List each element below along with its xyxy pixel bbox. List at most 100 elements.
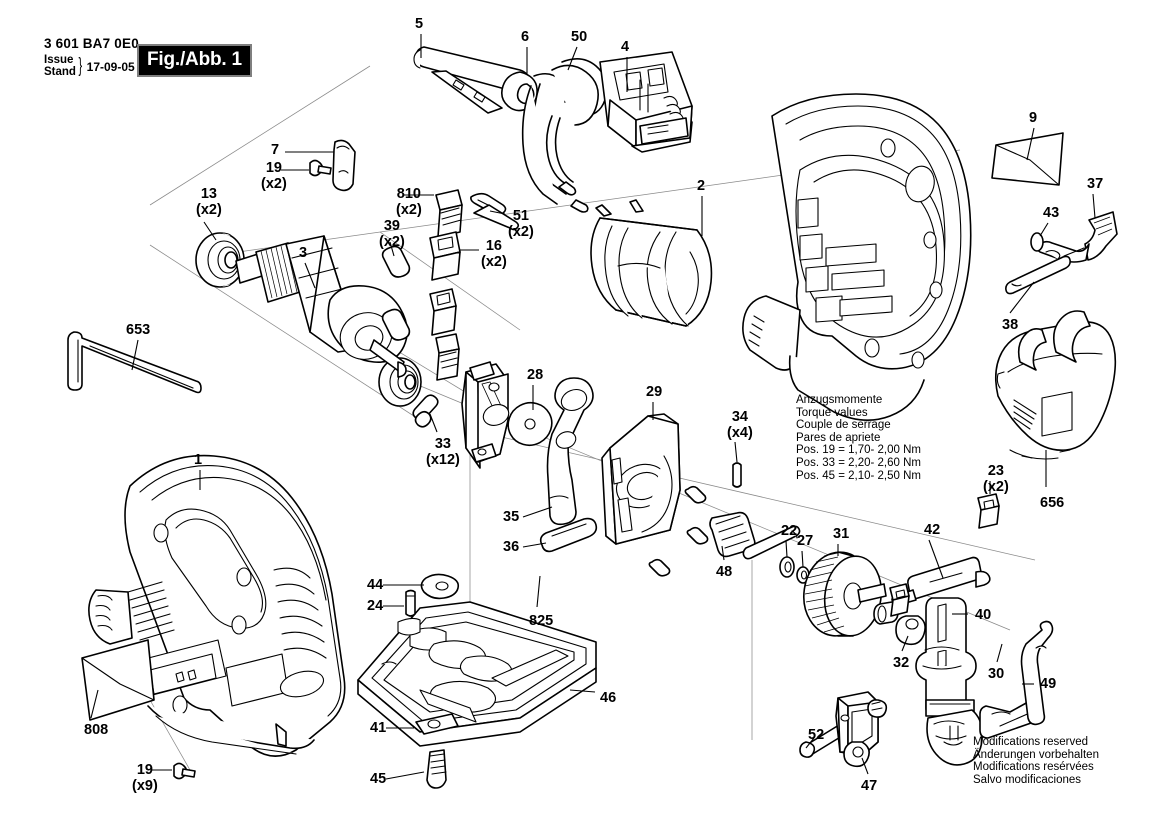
callout-47: 47 (861, 778, 878, 794)
callout-23: 23(x2) (983, 463, 1009, 495)
pendulum-bracket (461, 361, 510, 469)
callout-3: 3 (299, 245, 308, 261)
part-32-cap (895, 615, 926, 646)
callout-42: 42 (924, 522, 941, 538)
part-42-plunger (891, 556, 991, 606)
part-653-hex-key (67, 331, 202, 394)
part-5-rod (413, 46, 530, 114)
callout-9: 9 (1029, 110, 1038, 126)
issue-row: Issue Stand } 17-09-05 (44, 54, 139, 78)
part-48-spring-sleeve (709, 511, 756, 558)
plunger-rod (742, 525, 801, 560)
part-33-screw (412, 394, 439, 428)
part-810-brush-holder-lower (435, 333, 460, 381)
part-43-washer (1030, 232, 1044, 252)
callout-37: 37 (1087, 176, 1104, 192)
callout-653: 653 (126, 322, 151, 338)
issue-date: 17-09-05 (86, 59, 135, 74)
callout-13: 13(x2) (196, 186, 222, 218)
issue-label: Issue (44, 54, 74, 66)
part-36-slide-insert (539, 517, 598, 553)
callout-48: 48 (716, 564, 733, 580)
part-31-gear-wheel (803, 551, 887, 637)
callout-825: 825 (529, 613, 554, 629)
part-29-gearbox-housing (601, 413, 681, 545)
callout-52: 52 (808, 727, 825, 743)
callout-1: 1 (194, 452, 203, 468)
part-19-screw-bottom (173, 762, 196, 780)
callout-16: 16(x2) (481, 238, 507, 270)
part-24-pin (405, 589, 416, 617)
part-50-wire-harness (521, 58, 608, 213)
part-51-terminal-clips (470, 192, 520, 231)
callout-5: 5 (415, 16, 424, 32)
issue-stand-labels: Issue Stand (44, 54, 76, 78)
part-4-switch-assembly (599, 51, 693, 153)
part-22-washer (779, 556, 795, 578)
callout-36: 36 (503, 539, 520, 555)
callout-35: 35 (503, 509, 520, 525)
part-7-lever (332, 139, 356, 192)
callout-46: 46 (600, 690, 617, 706)
callout-6: 6 (521, 29, 530, 45)
callout-50: 50 (571, 29, 588, 45)
callout-4: 4 (621, 39, 630, 55)
callout-810: 810(x2) (396, 186, 422, 218)
catalog-number: 3 601 BA7 0E0 (44, 36, 139, 51)
callout-2: 2 (697, 178, 706, 194)
callout-32: 32 (893, 655, 910, 671)
part-45-screw (426, 749, 447, 789)
part-46-base-plate (357, 601, 597, 747)
part-656-dust-cover (994, 310, 1117, 460)
callout-808: 808 (84, 722, 109, 738)
stand-label: Stand (44, 65, 76, 78)
part-35-pendulum-rod (546, 377, 594, 526)
callout-39: 39(x2) (379, 218, 405, 250)
callout-24: 24 (367, 598, 384, 614)
callout-51: 51(x2) (508, 208, 534, 240)
part-40-plunger-assembly (915, 597, 984, 766)
callout-38: 38 (1002, 317, 1019, 333)
callout-40: 40 (975, 607, 992, 623)
part-38-pin (1005, 255, 1071, 295)
figure-tag: Fig./Abb. 1 (137, 44, 252, 77)
part-47-roller-guide (835, 691, 888, 768)
callout-45: 45 (370, 771, 387, 787)
callout-30: 30 (988, 666, 1005, 682)
part-2-field-stator (590, 199, 713, 327)
diagram-header: 3 601 BA7 0E0 Issue Stand } 17-09-05 (44, 36, 139, 78)
torque-values-note: Anzugsmomente Torque values Couple de se… (796, 394, 921, 482)
callout-44: 44 (367, 577, 384, 593)
callout-656: 656 (1040, 495, 1065, 511)
part-16-brush-lower (429, 288, 457, 336)
part-3-armature (235, 235, 408, 378)
housing-half-shell (742, 93, 972, 421)
part-19-screws-top (309, 159, 332, 177)
part-1-housing-cover (88, 454, 346, 757)
part-810-brush-holder-upper (435, 189, 463, 238)
callout-29: 29 (646, 384, 663, 400)
part-9-nameplate (991, 132, 1064, 186)
callout-19-top: 19(x2) (261, 160, 287, 192)
callout-22: 22 (781, 523, 798, 539)
part-39-brush-springs (381, 245, 411, 341)
part-49-wire-guide (1020, 620, 1054, 726)
callout-41: 41 (370, 720, 387, 736)
callout-27: 27 (797, 533, 814, 549)
part-13-bearing-left (195, 232, 245, 288)
part-28-washer (507, 401, 553, 447)
callout-7: 7 (271, 142, 280, 158)
part-44-plate (420, 573, 460, 600)
callout-19-bottom: 19(x9) (132, 762, 158, 794)
callout-43: 43 (1043, 205, 1060, 221)
brace-glyph: } (78, 55, 83, 77)
part-23-clamp-left (889, 583, 910, 617)
callout-34: 34(x4) (727, 409, 753, 441)
callout-33: 33(x12) (426, 436, 460, 468)
part-34-pins (648, 462, 742, 577)
modifications-note: Modifications reserved Änderungen vorbeh… (973, 736, 1099, 786)
callout-49: 49 (1040, 676, 1057, 692)
part-808-label (81, 639, 155, 721)
